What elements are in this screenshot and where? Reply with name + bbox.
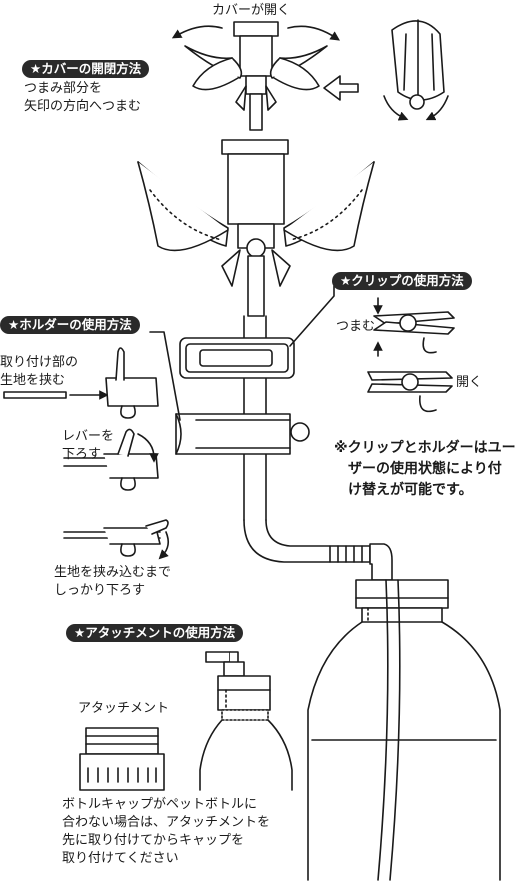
- clip-open-label: 開く: [456, 375, 483, 390]
- holder-step2-text: レバーを 下ろす: [62, 428, 114, 464]
- attachment-instruction-line: 取り付けてください: [62, 851, 179, 866]
- holder-step2-line: レバーを: [62, 429, 115, 444]
- holder-leader: [149, 331, 181, 421]
- large-bottle: [307, 579, 501, 881]
- cover-section-title: ★カバーの開閉方法: [22, 60, 150, 78]
- cover-opens-label: カバーが開く: [212, 3, 291, 18]
- holder-section-title: ★ホルダーの使用方法: [0, 316, 140, 334]
- attachment-instruction-line: 合わない場合は、アタッチメントを: [62, 815, 271, 830]
- clip-section-title: ★クリップの使用方法: [332, 272, 472, 290]
- clip-leader: [289, 285, 335, 347]
- holder-step3-text: 生地を挟み込むまで しっかり下ろす: [54, 564, 171, 600]
- holder-step3-line: しっかり下ろす: [54, 583, 146, 598]
- holder-on-tube: [175, 413, 310, 455]
- cover-instruction-line: つまみ部分を: [24, 81, 103, 96]
- holder-step1-illustration: [3, 347, 159, 419]
- swap-note: ※クリップとホルダーはユー ザーの使用状態により付 け替えが可能です。: [334, 438, 516, 501]
- cover-instruction: つまみ部分を 矢印の方向へつまむ: [24, 80, 141, 116]
- holder-step3-line: 生地を挟み込むまで: [54, 565, 172, 580]
- clip-usage-illustration: [367, 297, 455, 413]
- swap-note-line: け替えが可能です。: [348, 482, 473, 498]
- holder-step2-illustration: [63, 428, 159, 491]
- closed-cover-illustration: [323, 19, 449, 121]
- holder-step1-text: 取り付け部の 生地を挟む: [0, 354, 78, 390]
- attachment-instruction-line: ボトルキャップがペットボトルに: [62, 797, 258, 812]
- small-bottle-with-cap: [199, 651, 293, 791]
- attachment-section-title: ★アタッチメントの使用方法: [66, 624, 244, 642]
- main-cover-open: [137, 139, 375, 317]
- cover-instruction-line: 矢印の方向へつまむ: [24, 99, 142, 114]
- clip-pinch-label: つまむ: [336, 319, 376, 334]
- swap-note-line: ザーの使用状態により付: [348, 461, 502, 477]
- attachment-part-label: アタッチメント: [78, 701, 170, 716]
- clip-on-tube: [179, 337, 295, 379]
- small-cover-illustration: [171, 21, 340, 131]
- attachment-instruction: ボトルキャップがペットボトルに 合わない場合は、アタッチメントを 先に取り付けて…: [62, 796, 270, 868]
- holder-step3-illustration: [63, 519, 170, 560]
- holder-step1-line: 生地を挟む: [0, 373, 66, 388]
- holder-step2-line: 下ろす: [62, 447, 102, 462]
- swap-note-line: ※クリップとホルダーはユー: [334, 440, 516, 456]
- attachment-instruction-line: 先に取り付けてからキャップを: [62, 833, 245, 848]
- holder-step1-line: 取り付け部の: [0, 355, 79, 370]
- attachment-part-illustration: [79, 727, 165, 791]
